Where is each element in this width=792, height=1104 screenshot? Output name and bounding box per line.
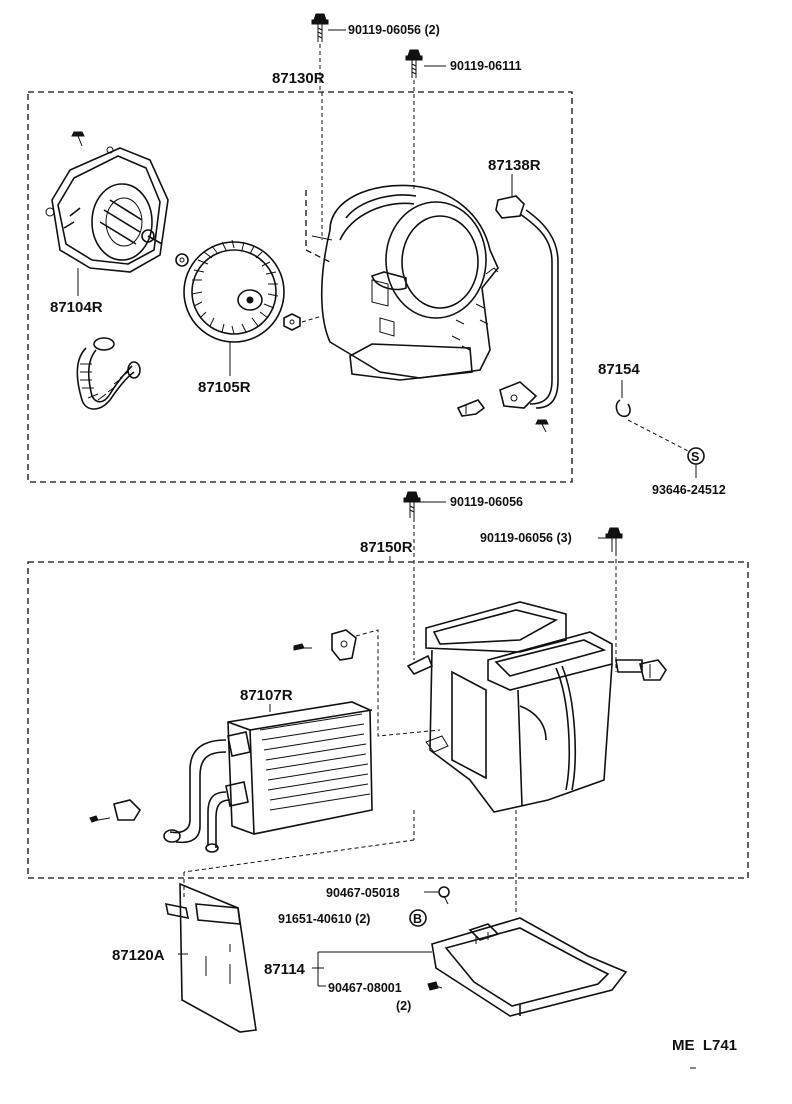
nut-icon bbox=[283, 313, 301, 331]
label-hose: 87154 bbox=[598, 361, 640, 378]
label-bolt-top2: 90119-06111 bbox=[450, 59, 522, 73]
label-heater-assembly: 87150R bbox=[360, 539, 413, 556]
bracket-icon bbox=[456, 399, 486, 417]
heater-core-part bbox=[163, 701, 373, 853]
heater-case-part bbox=[406, 601, 643, 813]
hose-clip-part bbox=[615, 399, 631, 418]
bolt-icon bbox=[403, 491, 421, 518]
blower-motor-part bbox=[45, 146, 169, 273]
clip-icon bbox=[639, 659, 667, 681]
screw-icon bbox=[535, 419, 549, 433]
clip-icon bbox=[89, 799, 142, 823]
blower-group-box bbox=[27, 91, 573, 483]
label-plate: 87120A bbox=[112, 947, 165, 964]
diagram-code: ME L741 bbox=[672, 1037, 737, 1054]
screw-icon bbox=[438, 886, 450, 905]
blower-fan-part bbox=[183, 239, 285, 343]
washer-icon bbox=[175, 253, 189, 267]
label-bolt-mid3: 90119-06056 (3) bbox=[480, 531, 572, 545]
label-clamp: 93646-24512 bbox=[652, 483, 726, 497]
label-screw1: 90467-05018 bbox=[326, 886, 400, 900]
svg-text:S: S bbox=[691, 450, 699, 464]
label-cover: 87114 bbox=[264, 961, 306, 978]
screw-icon bbox=[71, 131, 85, 147]
cover-part bbox=[431, 917, 628, 1017]
bracket-icon bbox=[331, 629, 357, 661]
svg-text:B: B bbox=[413, 912, 422, 926]
label-motor: 87104R bbox=[50, 299, 103, 316]
blower-housing-part bbox=[305, 184, 499, 381]
bolt-icon bbox=[311, 13, 329, 42]
screw-icon bbox=[427, 981, 443, 991]
plate-part bbox=[164, 882, 257, 1033]
clip-symbol-icon: B bbox=[409, 909, 427, 927]
clamp-symbol-icon: S bbox=[687, 447, 705, 465]
label-bolt-top: 90119-06056 (2) bbox=[348, 23, 440, 37]
bolt-icon bbox=[605, 527, 623, 552]
label-screw2: 90467-08001 bbox=[328, 981, 402, 995]
label-blower-assembly: 87130R bbox=[272, 70, 325, 87]
label-clip: 91651-40610 (2) bbox=[278, 912, 370, 926]
label-bolt-mid: 90119-06056 bbox=[450, 495, 523, 509]
label-core: 87107R bbox=[240, 687, 293, 704]
label-fan: 87105R bbox=[198, 379, 251, 396]
label-screw2-qty: (2) bbox=[396, 999, 411, 1013]
resistor-part bbox=[495, 195, 559, 409]
heater-group-box bbox=[27, 561, 749, 879]
bolt-icon bbox=[405, 49, 423, 78]
drain-hose-part bbox=[76, 337, 141, 410]
label-resistor: 87138R bbox=[488, 157, 541, 174]
screw-icon bbox=[293, 643, 312, 651]
